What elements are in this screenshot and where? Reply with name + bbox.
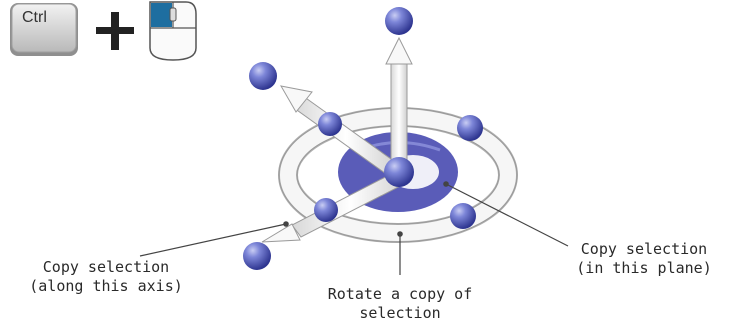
sphere-top — [385, 7, 413, 35]
sphere-ring-left — [318, 112, 342, 136]
sphere-ring-right — [457, 115, 483, 141]
sphere-ring-bottom-left — [314, 198, 338, 222]
caption-copy-in-plane: Copy selection (in this plane) — [568, 240, 720, 278]
ctrl-key-label: Ctrl — [22, 9, 47, 27]
sphere-center — [384, 157, 414, 187]
caption-copy-along-axis: Copy selection (along this axis) — [22, 258, 190, 296]
mouse-left-click-icon — [150, 2, 196, 60]
sphere-upper-left — [249, 62, 277, 90]
caption-rotate-copy: Rotate a copy of selection — [310, 285, 490, 323]
sphere-lower-left — [243, 242, 271, 270]
sphere-ring-bottom-right — [450, 203, 476, 229]
plus-icon — [96, 12, 134, 50]
